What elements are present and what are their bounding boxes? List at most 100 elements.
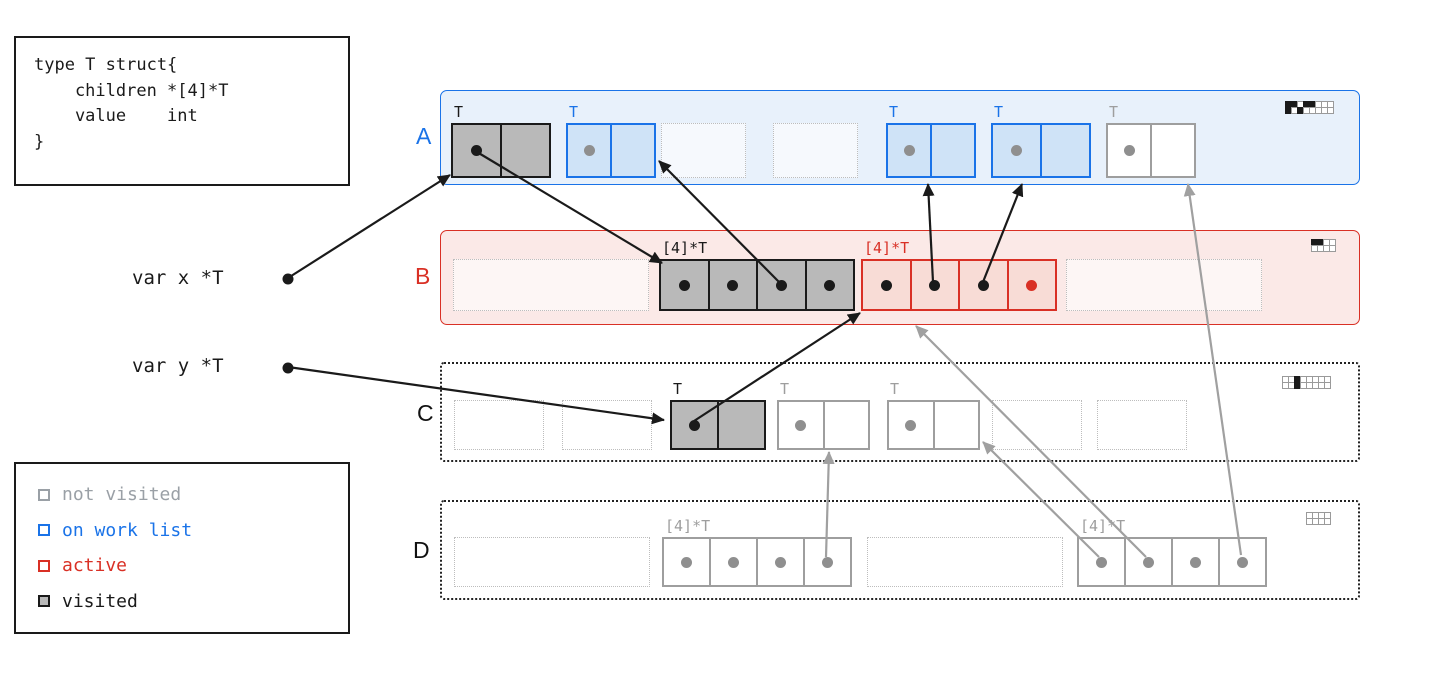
type-label: [4]*T bbox=[662, 239, 708, 257]
code-line: value int bbox=[34, 106, 198, 126]
legend: not visited on work list active visited bbox=[14, 462, 350, 634]
pointer-dot bbox=[824, 279, 836, 291]
pointer-dot bbox=[822, 556, 833, 568]
type-label: T bbox=[889, 103, 899, 121]
pointer-dot bbox=[929, 279, 941, 291]
type-label: T bbox=[890, 380, 900, 398]
pointer-dot bbox=[795, 419, 807, 431]
heap-object-d2: [4]*T bbox=[662, 517, 852, 587]
value-cell bbox=[932, 402, 979, 448]
pointer-cell bbox=[779, 402, 823, 448]
heap-object-c5: T bbox=[887, 380, 980, 450]
pointer-cell bbox=[993, 125, 1040, 176]
legend-label: active bbox=[62, 555, 128, 577]
pointer-dot bbox=[775, 279, 787, 291]
allocation-bitmap-icon bbox=[1311, 239, 1336, 252]
code-line: children *[4]*T bbox=[34, 80, 229, 101]
value-cell bbox=[1040, 125, 1089, 176]
pointer-cell bbox=[958, 261, 1007, 309]
heap-object-c4: T bbox=[777, 380, 870, 450]
code-line: } bbox=[34, 131, 45, 152]
pointer-cell bbox=[1006, 261, 1056, 309]
free-slot bbox=[562, 400, 652, 450]
pointer-dot bbox=[1011, 145, 1022, 156]
code-line: type T struct{ bbox=[34, 55, 178, 75]
value-cell bbox=[500, 125, 549, 176]
heap-object-b3: [4]*T bbox=[861, 239, 1057, 311]
pointer-dot bbox=[678, 279, 690, 291]
pointer-dot bbox=[903, 145, 915, 156]
active-swatch-icon bbox=[38, 559, 50, 572]
span-b-label: B bbox=[415, 263, 431, 289]
var-y-label: var y *T bbox=[132, 355, 224, 377]
pointer-dot bbox=[977, 279, 989, 291]
legend-label: visited bbox=[62, 590, 138, 612]
type-label: [4]*T bbox=[1080, 517, 1126, 535]
legend-label: on work list bbox=[62, 519, 193, 541]
pointer-cell bbox=[1218, 539, 1265, 585]
value-cell bbox=[610, 125, 654, 176]
value-cell bbox=[1150, 125, 1194, 176]
heap-object-d4: [4]*T bbox=[1077, 517, 1267, 587]
pointer-cell bbox=[804, 261, 854, 309]
pointer-dot bbox=[1123, 145, 1135, 156]
span-d-label: D bbox=[413, 537, 430, 563]
var-x-root-dot bbox=[282, 273, 294, 285]
free-slot bbox=[454, 537, 650, 587]
heap-object-a1: T bbox=[451, 103, 551, 178]
value-cell bbox=[717, 402, 764, 448]
type-label: T bbox=[1109, 103, 1119, 121]
legend-item-not-visited: not visited bbox=[38, 484, 326, 505]
type-label: T bbox=[454, 103, 464, 121]
value-cell bbox=[822, 402, 869, 448]
bitmap-cell bbox=[1329, 245, 1336, 252]
pointer-dot bbox=[1096, 556, 1107, 568]
pointer-dot bbox=[583, 145, 595, 156]
pointer-dot bbox=[905, 419, 917, 431]
pointer-dot bbox=[728, 556, 739, 568]
pointer-cell bbox=[756, 539, 803, 585]
pointer-dot bbox=[689, 419, 700, 431]
pointer-cell bbox=[709, 539, 756, 585]
pointer-cell bbox=[661, 261, 708, 309]
var-y-root-dot bbox=[282, 362, 294, 374]
memory-span-b: [4]*T [4]*T bbox=[440, 230, 1360, 325]
free-slot bbox=[1066, 259, 1262, 311]
heap-object-a2: T bbox=[566, 103, 656, 178]
pointer-dot bbox=[775, 556, 786, 568]
memory-span-d: [4]*T [4]*T bbox=[440, 500, 1360, 600]
pointer-cell bbox=[1124, 539, 1171, 585]
not-visited-swatch-icon bbox=[38, 488, 50, 501]
heap-object-a6: T bbox=[991, 103, 1091, 178]
type-label: T bbox=[673, 380, 683, 398]
heap-object-c3: T bbox=[670, 380, 766, 450]
type-label: T bbox=[569, 103, 579, 121]
free-slot bbox=[1097, 400, 1187, 450]
span-a-label: A bbox=[416, 123, 432, 149]
pointer-dot bbox=[880, 279, 892, 291]
free-slot bbox=[867, 537, 1063, 587]
var-x-label: var x *T bbox=[132, 267, 224, 289]
memory-span-c: T T T bbox=[440, 362, 1360, 462]
legend-label: not visited bbox=[62, 484, 182, 505]
pointer-cell bbox=[909, 261, 959, 309]
pointer-cell bbox=[664, 539, 709, 585]
pointer-cell bbox=[889, 402, 933, 448]
pointer-dot bbox=[1237, 556, 1248, 568]
pointer-cell bbox=[756, 261, 805, 309]
pointer-cell bbox=[453, 125, 500, 176]
type-declaration-box: type T struct{ children *[4]*T value int… bbox=[14, 36, 350, 186]
bitmap-cell bbox=[1327, 107, 1334, 114]
allocation-bitmap-icon bbox=[1282, 376, 1331, 389]
type-label: [4]*T bbox=[665, 517, 711, 535]
heap-object-a7: T bbox=[1106, 103, 1196, 178]
pointer-cell bbox=[672, 402, 717, 448]
pointer-dot bbox=[471, 145, 482, 156]
type-label: [4]*T bbox=[864, 239, 910, 257]
legend-item-active: active bbox=[38, 555, 326, 576]
active-pointer-dot bbox=[1026, 279, 1038, 291]
pointer-dot bbox=[1143, 556, 1154, 568]
allocation-bitmap-icon bbox=[1285, 101, 1334, 114]
pointer-dot bbox=[727, 279, 739, 291]
